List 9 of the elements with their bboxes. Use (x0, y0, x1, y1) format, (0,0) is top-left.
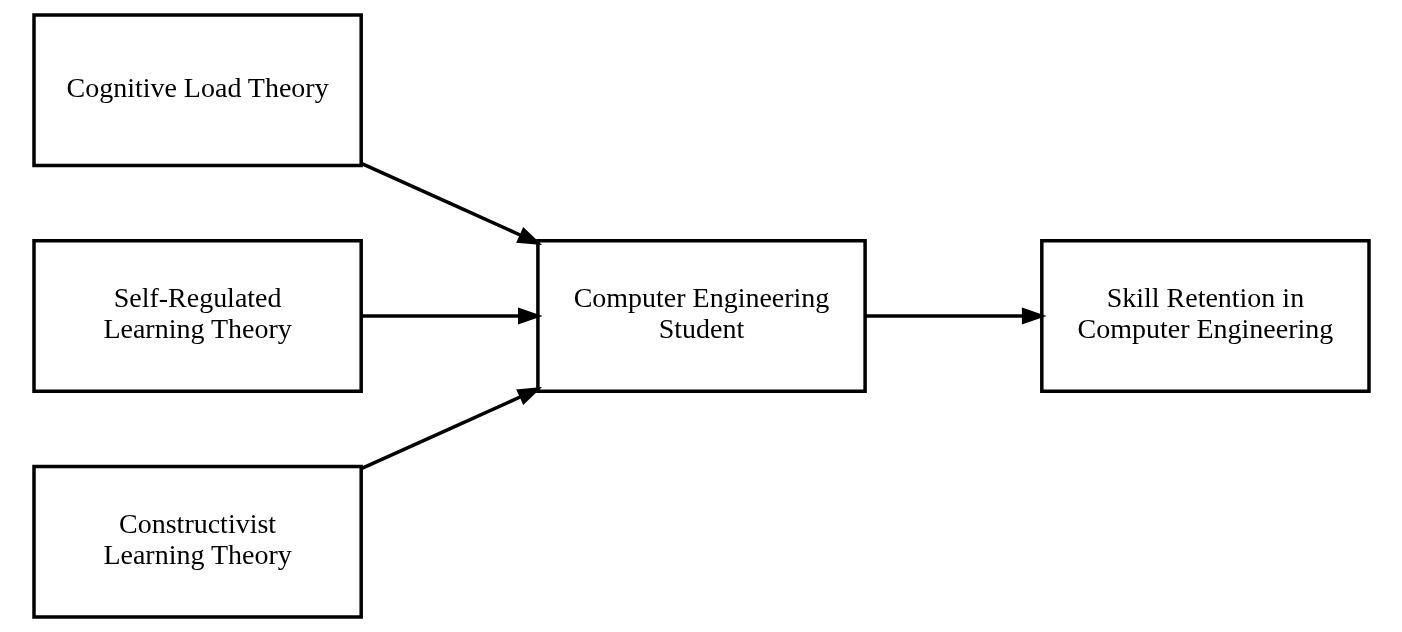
node-box: Cognitive Load Theory (31, 13, 363, 168)
node-box: Computer Engineering Student (535, 239, 867, 393)
arrow (361, 307, 543, 325)
node-box: Constructivist Learning Theory (31, 464, 363, 619)
arrow (865, 307, 1046, 325)
node-box: Self-Regulated Learning Theory (31, 239, 363, 393)
arrow (360, 161, 542, 245)
node-box: Skill Retention in Computer Engineering (1039, 239, 1371, 393)
arrow (360, 387, 542, 471)
